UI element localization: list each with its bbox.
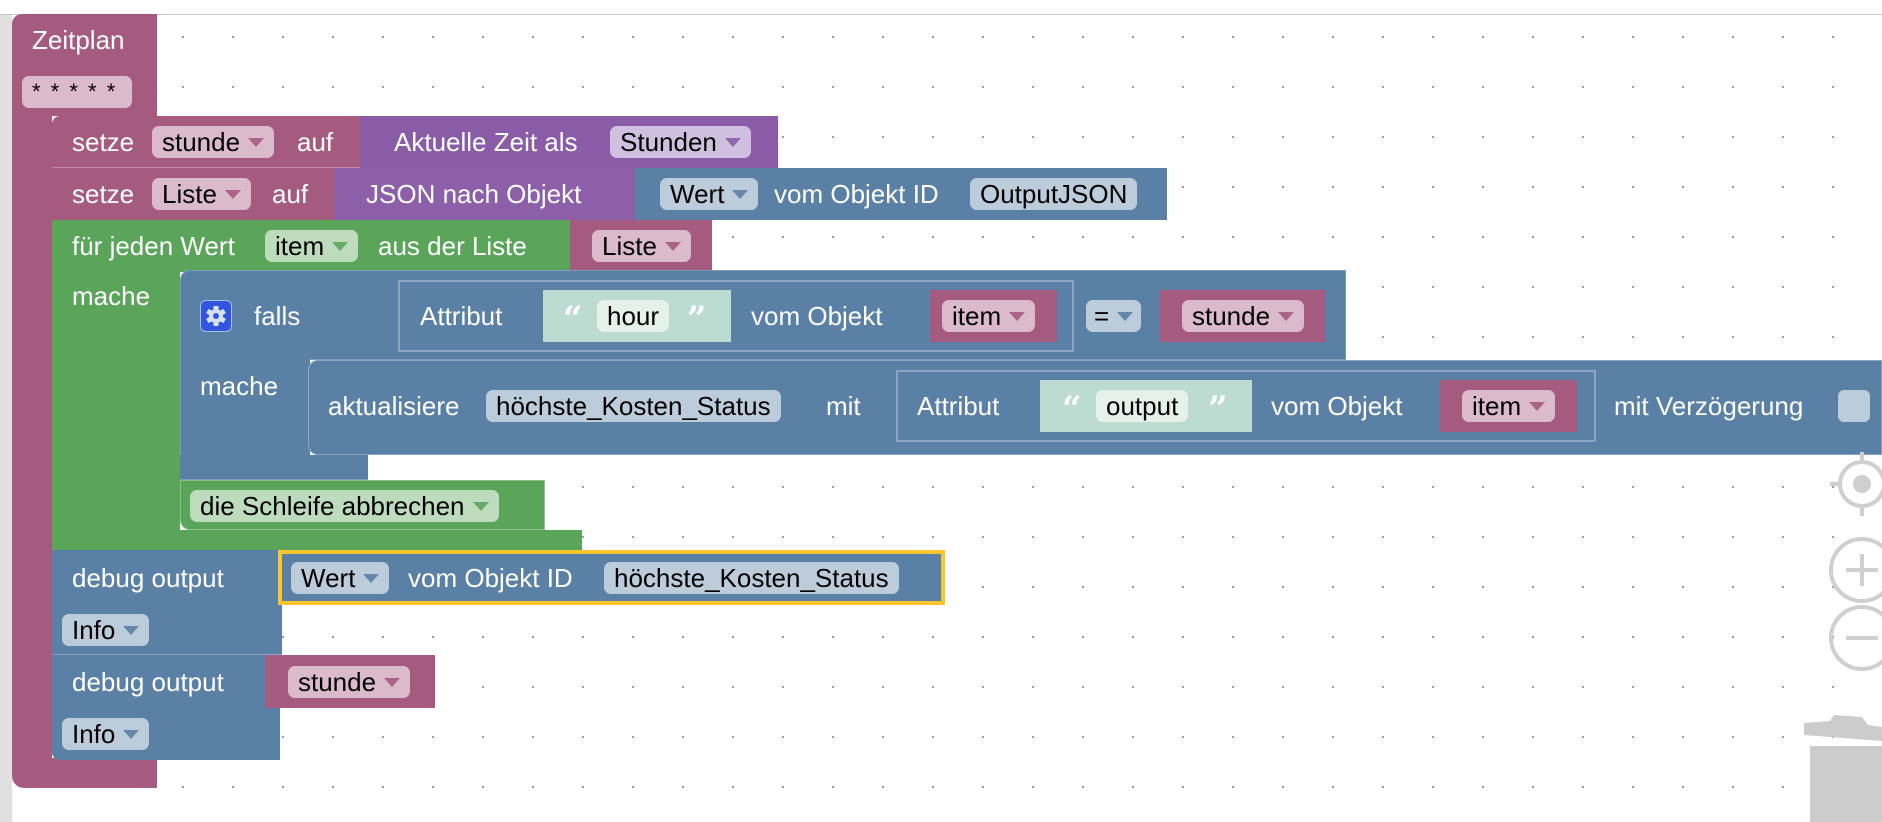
current-time-label: Aktuelle Zeit als — [394, 127, 578, 157]
operator-dropdown[interactable]: = — [1086, 300, 1142, 332]
if-block-bottom — [180, 455, 368, 480]
zoom-in-icon[interactable] — [1826, 536, 1882, 606]
set-hour-label: setze — [72, 127, 135, 157]
for-each-from-label: aus der Liste — [378, 231, 527, 261]
set-list-label: setze — [72, 179, 135, 209]
close-quote-icon: ” — [1208, 389, 1228, 429]
update-object-id[interactable]: höchste_Kosten_Status — [486, 390, 781, 422]
get-state-attr-dropdown[interactable]: Wert — [660, 178, 759, 210]
debug-stunde-dropdown[interactable]: stunde — [288, 666, 411, 698]
item-variable-dropdown[interactable]: item — [942, 300, 1036, 332]
update-of-object-label: vom Objekt — [1271, 391, 1403, 421]
text-field-hour[interactable]: hour — [597, 300, 670, 332]
get-state-label: vom Objekt ID — [774, 179, 939, 209]
json-to-object-block[interactable] — [335, 168, 645, 220]
trash-icon[interactable] — [1804, 715, 1882, 822]
get-state-object-id[interactable]: OutputJSON — [970, 178, 1138, 210]
debug-get-state-attr-dropdown[interactable]: Wert — [291, 562, 390, 594]
for-each-variable-dropdown[interactable]: item — [265, 230, 359, 262]
set-hour-to-label: auf — [297, 127, 334, 157]
of-object-label: vom Objekt — [751, 301, 883, 331]
set-list-to-label: auf — [272, 179, 309, 209]
close-quote-icon: ” — [687, 299, 707, 339]
toolbox-edge — [0, 15, 12, 822]
cron-field[interactable]: * * * * * — [22, 76, 132, 108]
zoom-out-icon[interactable] — [1826, 604, 1882, 674]
json-to-object-label: JSON nach Objekt — [366, 179, 582, 209]
update-label: aktualisiere — [328, 391, 460, 421]
debug-get-state-label: vom Objekt ID — [408, 563, 573, 593]
debug-label-1: debug output — [72, 563, 224, 593]
debug-level-dropdown-2[interactable]: Info — [62, 718, 150, 750]
if-label: falls — [254, 301, 301, 331]
if-do-label: mache — [200, 371, 279, 401]
text-field-output[interactable]: output — [1096, 390, 1189, 422]
for-each-bottom — [52, 530, 582, 550]
update-item-dropdown[interactable]: item — [1462, 390, 1556, 422]
schedule-block-bottom — [12, 758, 157, 788]
debug-label-2: debug output — [72, 667, 224, 697]
for-each-arm — [52, 270, 180, 535]
top-border — [0, 0, 1882, 15]
schedule-block-arm — [12, 116, 52, 776]
stunde-variable-dropdown[interactable]: stunde — [1182, 300, 1305, 332]
open-quote-icon: “ — [1062, 389, 1082, 429]
recenter-icon[interactable] — [1826, 450, 1882, 520]
update-attribute-block[interactable] — [896, 370, 1596, 442]
update-attribute-label: Attribut — [917, 391, 1000, 421]
for-each-label: für jeden Wert — [72, 231, 235, 261]
gear-icon[interactable] — [200, 300, 232, 332]
delay-checkbox[interactable] — [1838, 390, 1870, 422]
set-hour-variable-dropdown[interactable]: stunde — [152, 126, 275, 158]
delay-label: mit Verzögerung — [1614, 391, 1804, 421]
schedule-label: Zeitplan — [32, 25, 125, 55]
open-quote-icon: “ — [563, 299, 583, 339]
time-unit-dropdown[interactable]: Stunden — [610, 126, 751, 158]
for-each-do-label: mache — [72, 281, 151, 311]
if-block[interactable] — [180, 270, 1346, 360]
break-dropdown[interactable]: die Schleife abbrechen — [190, 490, 499, 522]
attribute-block[interactable] — [398, 280, 1074, 352]
update-with-label: mit — [826, 391, 861, 421]
attribute-label: Attribut — [420, 301, 503, 331]
list-variable-dropdown[interactable]: Liste — [592, 230, 691, 262]
debug-get-state-object-id[interactable]: höchste_Kosten_Status — [604, 562, 899, 594]
debug-level-dropdown-1[interactable]: Info — [62, 614, 150, 646]
set-list-variable-dropdown[interactable]: Liste — [152, 178, 251, 210]
